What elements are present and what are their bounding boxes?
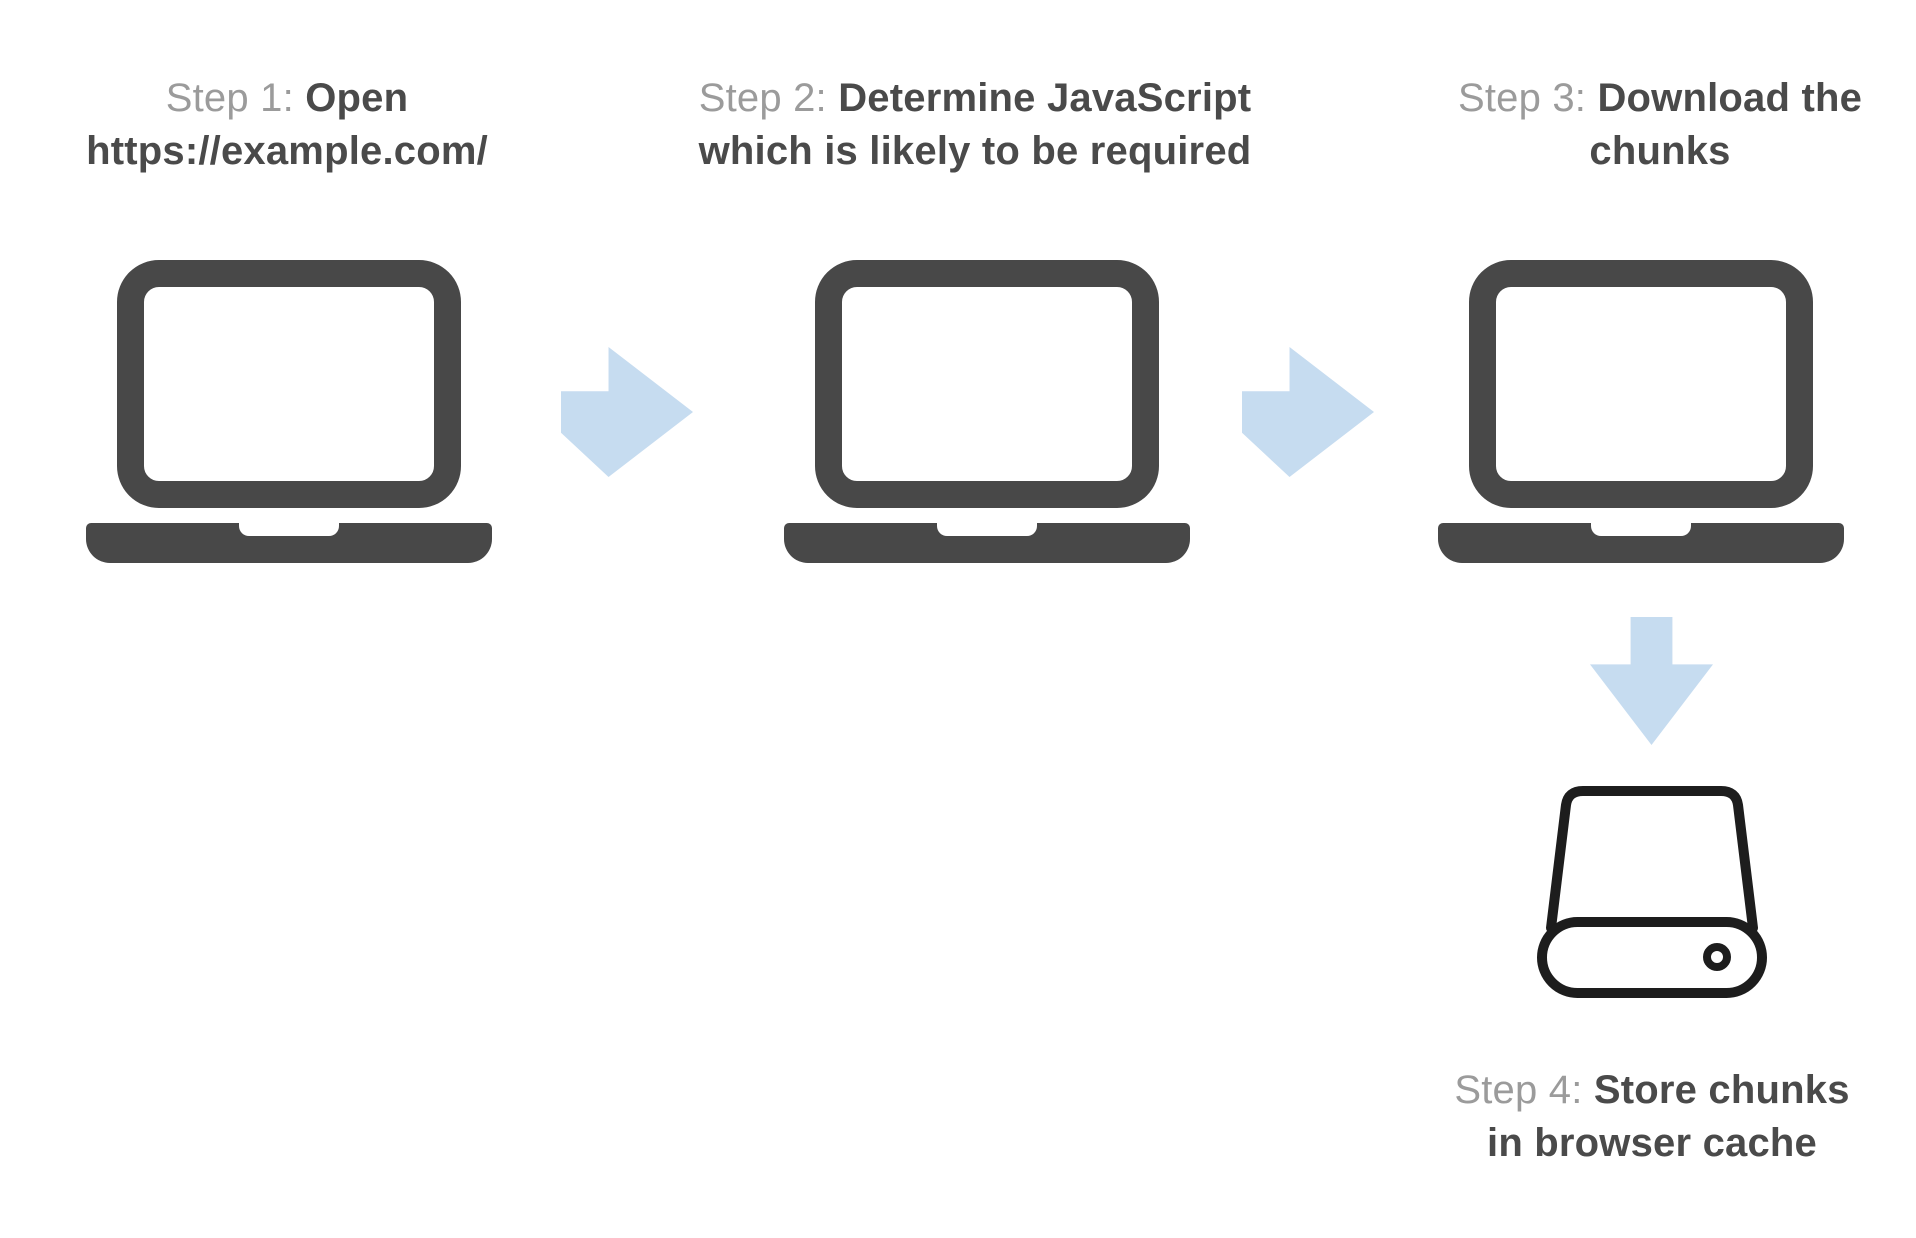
step-3-title: Download the chunks — [1589, 76, 1863, 173]
laptop-notch — [937, 523, 1037, 536]
step-4-title: Store chunks in browser cache — [1487, 1068, 1850, 1165]
arrow-right-icon — [1242, 347, 1374, 477]
laptop-base — [1438, 523, 1844, 563]
laptop-icon — [784, 258, 1190, 563]
laptop-base — [86, 523, 492, 563]
laptop-notch — [1591, 523, 1691, 536]
step-3-prefix: Step 3: — [1457, 76, 1587, 120]
arrow-right-icon — [561, 347, 693, 477]
step-2-title: Determine JavaScript which is likely to … — [698, 76, 1252, 173]
step-2-label: Step 2: Determine JavaScript which is li… — [650, 72, 1300, 178]
laptop-icon — [86, 258, 492, 563]
step-1-label: Step 1: Open https://example.com/ — [27, 72, 547, 178]
step-1-title: Open https://example.com/ — [86, 76, 488, 173]
laptop-base — [784, 523, 1190, 563]
hard-drive-icon — [1537, 786, 1767, 998]
step-2-prefix: Step 2: — [698, 76, 827, 120]
laptop-screen — [1469, 260, 1813, 508]
laptop-icon — [1438, 258, 1844, 563]
step-1-prefix: Step 1: — [165, 76, 294, 120]
arrow-down-icon — [1590, 617, 1713, 745]
step-4-prefix: Step 4: — [1454, 1068, 1583, 1112]
step-4-label: Step 4: Store chunks in browser cache — [1437, 1064, 1867, 1170]
laptop-notch — [239, 523, 339, 536]
step-3-label: Step 3: Download the chunks — [1410, 72, 1910, 178]
laptop-screen — [815, 260, 1159, 508]
laptop-screen — [117, 260, 461, 508]
